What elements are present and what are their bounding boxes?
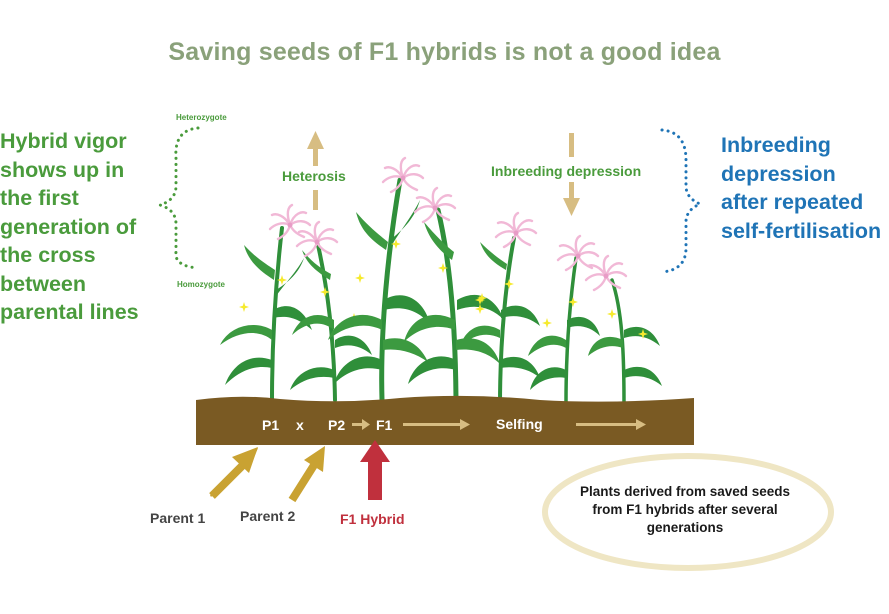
inbreeding-line: depression [721, 161, 836, 186]
plants [220, 156, 662, 413]
hybrid-vigor-line: parental lines [0, 300, 139, 324]
homozygote-label: Homozygote [177, 280, 225, 289]
heterosis-label: Heterosis [282, 168, 346, 184]
f1-hybrid-label: F1 Hybrid [340, 511, 405, 527]
plant-selfing-2 [460, 211, 540, 407]
soil-arrow-f1-selfing [403, 419, 470, 430]
f1-hybrid-arrow [360, 440, 390, 500]
hybrid-vigor-line: Hybrid vigor [0, 129, 127, 153]
f1-label: F1 [376, 417, 393, 433]
p1-label: P1 [262, 417, 280, 433]
soil-arrow-selfing [576, 419, 646, 430]
soil-arrow-p2-f1 [352, 419, 370, 430]
parent2-arrow [288, 446, 325, 503]
hybrid-vigor-line: the first [0, 186, 79, 210]
saved-seeds-line: Plants derived from saved seeds [579, 484, 791, 499]
saved-seeds-line: from F1 hybrids after several [592, 502, 778, 517]
inbreeding-line: self-fertilisation [721, 218, 882, 243]
soil [196, 395, 694, 445]
plant-p2 [290, 220, 372, 402]
plant-f1 [328, 156, 430, 403]
saved-seeds-ellipse [542, 453, 834, 571]
left-dotted-bracket [154, 126, 200, 270]
p2-label: P2 [328, 417, 346, 433]
parent1-arrow [209, 447, 258, 499]
hybrid-vigor-text: Hybrid vigor shows up in the first gener… [0, 127, 165, 327]
hybrid-vigor-line: between [0, 271, 87, 296]
hybrid-vigor-line: shows up in [0, 157, 125, 182]
diagram-title: Saving seeds of F1 hybrids is not a good… [168, 38, 721, 66]
selfing-label: Selfing [496, 416, 543, 432]
plant-p1 [220, 203, 312, 402]
cross-label: x [296, 417, 304, 433]
inbreeding-depression-label: Inbreeding depression [491, 163, 642, 179]
hybrid-vigor-line: generation of [0, 214, 137, 239]
inbreeding-line: after repeated [721, 190, 864, 214]
plant-selfing-3 [528, 234, 600, 404]
inbreeding-depression-text: Inbreeding depression after repeated sel… [721, 131, 889, 245]
inbreeding-arrow [563, 133, 580, 216]
hybrid-vigor-line: the cross [0, 243, 96, 267]
saved-seeds-text: Plants derived from saved seeds from F1 … [560, 483, 810, 537]
right-dotted-bracket [660, 128, 704, 274]
parent2-label: Parent 2 [240, 508, 296, 524]
plant-selfing-1 [404, 186, 504, 413]
saved-seeds-line: generations [646, 520, 724, 535]
heterozygote-label: Heterozygote [176, 113, 227, 122]
heterosis-arrow [307, 131, 324, 210]
parent1-label: Parent 1 [150, 510, 206, 526]
plant-selfing-4 [584, 254, 662, 404]
inbreeding-line: Inbreeding [721, 133, 831, 157]
